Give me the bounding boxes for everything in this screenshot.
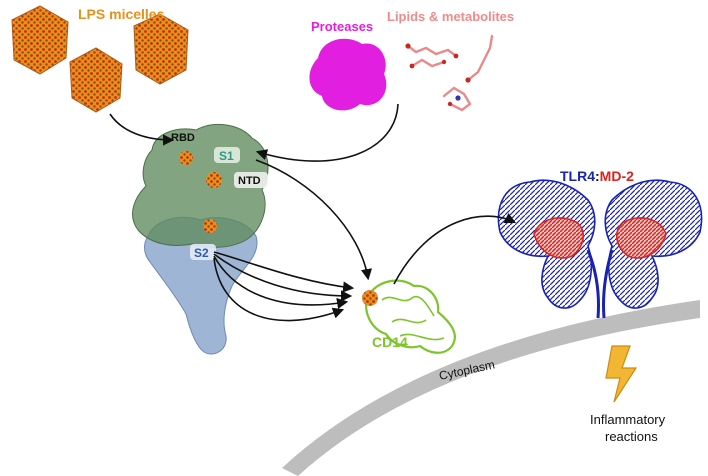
rbd-label: RBD — [171, 132, 195, 144]
ntd-label: NTD — [238, 175, 261, 187]
lps-micelles-label: LPS micelles — [78, 6, 165, 22]
lps-micelle-2 — [70, 48, 122, 112]
lipid-molecules — [408, 36, 492, 110]
lipid-chain-2 — [412, 60, 444, 66]
tlr4-md2-label: TLR4:MD-2 — [560, 168, 634, 184]
s1-label: S1 — [219, 149, 234, 163]
protease-blob — [309, 39, 386, 111]
arrow-cd14-to-tlr4 — [394, 216, 514, 284]
arrow-s1-to-cd14 — [256, 160, 368, 278]
arrow-lipids-to-s1 — [258, 104, 398, 161]
cell-membrane — [282, 300, 700, 476]
proteases-label: Proteases — [311, 19, 373, 34]
lps-micelle-3 — [134, 14, 188, 84]
inflammatory-reactions-line1: Inflammatory — [590, 412, 666, 427]
cd14-bound-lps — [362, 290, 378, 306]
tlr4-stalk — [588, 250, 612, 318]
tlr4-label: TLR4 — [560, 168, 595, 184]
cd14-label: CD14 — [372, 334, 408, 350]
lightning-icon — [606, 346, 636, 402]
lps-micelle-1 — [12, 6, 68, 74]
lipid-chain-1 — [408, 46, 456, 56]
tlr4-md2-complex — [498, 180, 701, 318]
s2-label: S2 — [194, 246, 209, 260]
lipids-metabolites-label: Lipids & metabolites — [387, 9, 514, 24]
md2-label: MD-2 — [600, 168, 634, 184]
lipid-chain-3 — [468, 36, 492, 80]
inflammatory-reactions-line2: reactions — [605, 429, 658, 444]
